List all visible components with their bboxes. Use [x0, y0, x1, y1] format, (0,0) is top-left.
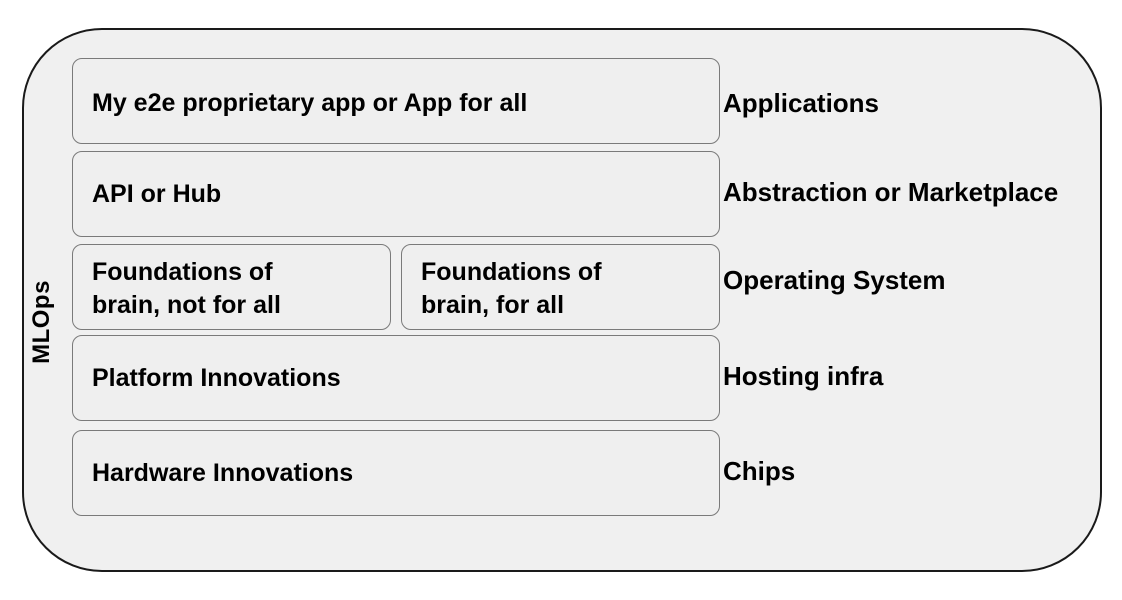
chips-layer-label: Chips [723, 456, 796, 486]
hardware-innovations-box: Hardware Innovations [72, 430, 720, 516]
applications-box: My e2e proprietary app or App for all [72, 58, 720, 144]
foundations-for-all-box: Foundations of brain, for all [401, 244, 720, 330]
platform-innovations-box: Platform Innovations [72, 335, 720, 421]
foundations-not-for-all-box: Foundations of brain, not for all [72, 244, 391, 330]
abstraction-layer-label: Abstraction or Marketplace [723, 177, 1059, 207]
api-hub-box: API or Hub [72, 151, 720, 237]
mlops-side-label: MLOps [28, 280, 55, 364]
hosting-infra-layer-label: Hosting infra [723, 361, 884, 391]
applications-layer-label: Applications [723, 88, 880, 118]
operating-system-layer-label: Operating System [723, 265, 946, 295]
